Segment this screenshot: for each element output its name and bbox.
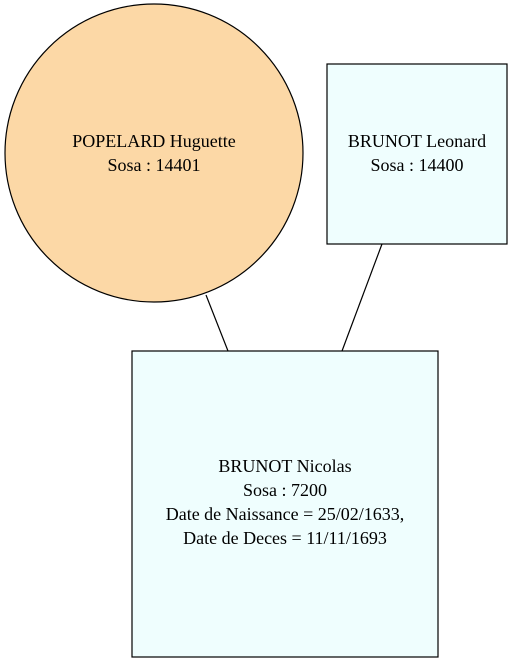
edge-mother-to-child [205, 294, 229, 352]
node-popelard-huguette[interactable]: POPELARD Huguette Sosa : 14401 [4, 3, 304, 303]
node-brunot-leonard[interactable]: BRUNOT Leonard Sosa : 14400 [326, 63, 508, 245]
node-sosa-label: Sosa : 7200 [243, 480, 327, 500]
node-death-date-label: Date de Deces = 11/11/1693 [183, 528, 387, 548]
node-name-label: BRUNOT Leonard [348, 131, 486, 151]
node-shape-box [326, 63, 508, 245]
node-brunot-nicolas[interactable]: BRUNOT Nicolas Sosa : 7200 Date de Naiss… [131, 350, 439, 658]
node-shape-circle [4, 3, 304, 303]
node-sosa-label: Sosa : 14401 [107, 155, 200, 175]
node-name-label: BRUNOT Nicolas [218, 456, 351, 476]
node-sosa-label: Sosa : 14400 [370, 155, 463, 175]
edge-father-to-child [341, 243, 383, 352]
node-shape-box [131, 350, 439, 658]
node-name-label: POPELARD Huguette [72, 131, 236, 151]
node-birth-date-label: Date de Naissance = 25/02/1633, [166, 504, 405, 524]
